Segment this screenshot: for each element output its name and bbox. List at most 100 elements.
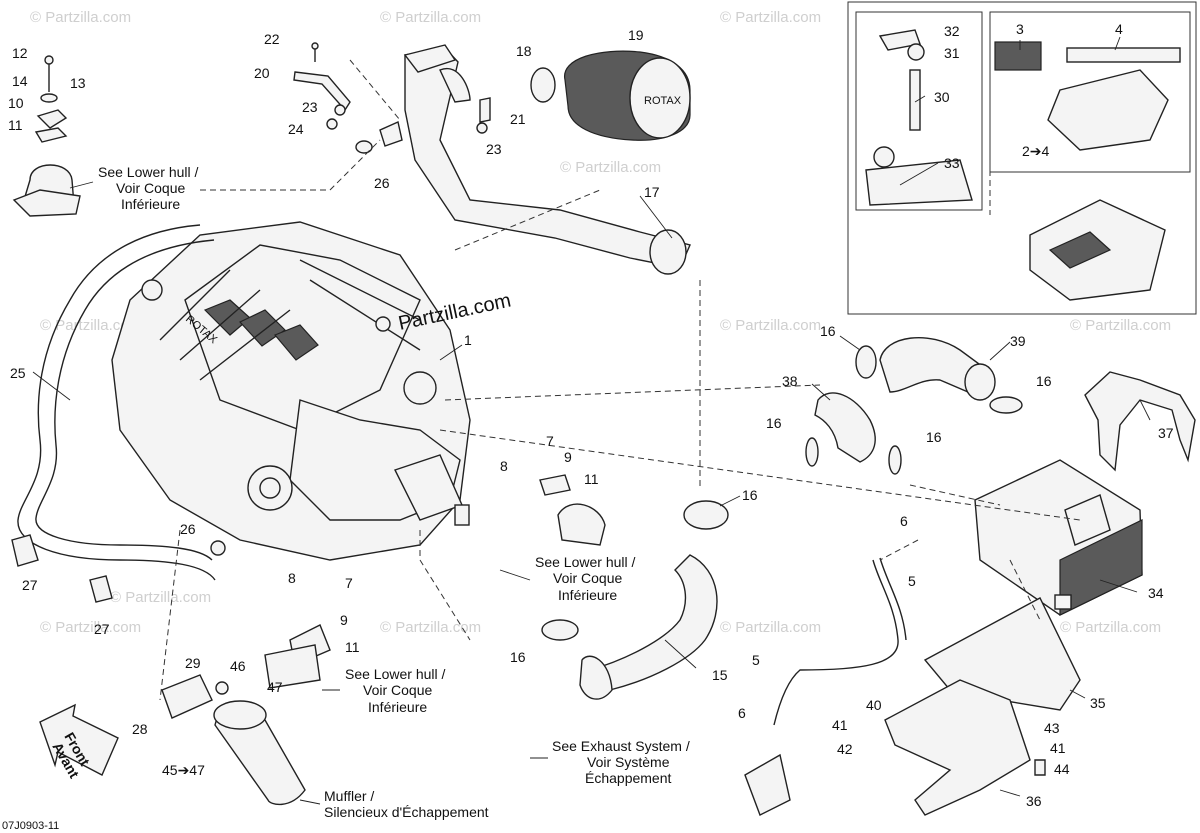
- watermark: © Partzilla.com: [30, 9, 131, 26]
- callout-20: 38: [782, 373, 798, 389]
- watermark: © Partzilla.com: [720, 9, 821, 26]
- front-arrow: Front Avant: [39, 703, 119, 781]
- svg-text:Inférieure: Inférieure: [121, 196, 180, 212]
- callout-36: 7: [345, 575, 353, 591]
- callout-59: 33: [944, 155, 960, 171]
- callout-26: 9: [564, 449, 572, 465]
- callout-30: 6: [900, 513, 908, 529]
- svg-text:Échappement: Échappement: [585, 770, 672, 786]
- clamp-18: [530, 67, 556, 103]
- callout-54: 45➔47: [162, 762, 205, 778]
- callout-56: 32: [944, 23, 960, 39]
- callout-52: 41: [1050, 740, 1066, 756]
- watermark: © Partzilla.com: [560, 159, 661, 176]
- muffler: [161, 674, 306, 806]
- callout-48: 41: [832, 717, 848, 733]
- callout-0: 12: [12, 45, 28, 61]
- callout-35: 8: [288, 570, 296, 586]
- callout-46: 35: [1090, 695, 1106, 711]
- callout-4: 11: [8, 117, 23, 133]
- callout-39: 15: [712, 667, 728, 683]
- callout-31: 5: [908, 573, 916, 589]
- engine-assembly: ROTAX: [111, 221, 471, 561]
- intercooler-34: [974, 459, 1143, 616]
- watermark: © Partzilla.com: [40, 619, 141, 636]
- callout-24: 7: [546, 433, 554, 449]
- callout-21: 16: [766, 415, 782, 431]
- callout-58: 30: [934, 89, 950, 105]
- callout-50: 6: [738, 705, 746, 721]
- note-lower-hull-3: See Lower hull / Voir Coque Inférieure: [345, 666, 446, 715]
- callout-28: 16: [742, 487, 758, 503]
- callout-43: 47: [267, 679, 283, 695]
- svg-text:See Exhaust System /: See Exhaust System /: [552, 738, 690, 754]
- callout-17: 16: [820, 323, 836, 339]
- svg-text:Voir Coque: Voir Coque: [116, 180, 185, 196]
- svg-text:See Lower hull /: See Lower hull /: [535, 554, 636, 570]
- watermark: © Partzilla.com: [380, 619, 481, 636]
- air-filter-19: ROTAX: [564, 50, 691, 141]
- svg-text:Voir Coque: Voir Coque: [553, 570, 622, 586]
- callout-51: 42: [837, 741, 853, 757]
- filter-rotax-text: ROTAX: [644, 95, 682, 107]
- svg-text:Muffler /: Muffler /: [324, 788, 374, 804]
- callout-15: 1: [464, 332, 472, 348]
- callout-33: 27: [22, 577, 38, 593]
- note-lower-hull-2: See Lower hull / Voir Coque Inférieure: [535, 554, 636, 603]
- callout-11: 21: [510, 111, 526, 127]
- callout-8: 24: [288, 121, 304, 137]
- svg-text:See Lower hull /: See Lower hull /: [345, 666, 446, 682]
- watermark: © Partzilla.com: [720, 619, 821, 636]
- callout-29: 26: [180, 521, 196, 537]
- callout-32: 34: [1148, 585, 1164, 601]
- note-exhaust-system: See Exhaust System / Voir Système Échapp…: [552, 738, 690, 786]
- svg-text:Silencieux d'Échappement: Silencieux d'Échappement: [324, 804, 489, 820]
- watermark: © Partzilla.com: [380, 9, 481, 26]
- callout-44: 28: [132, 721, 148, 737]
- callout-1: 14: [12, 73, 28, 89]
- watermark: © Partzilla.com: [1070, 317, 1171, 334]
- callout-57: 31: [944, 45, 960, 61]
- svg-text:Inférieure: Inférieure: [558, 587, 617, 603]
- svg-text:See Lower hull /: See Lower hull /: [98, 164, 199, 180]
- callout-9: 18: [516, 43, 532, 59]
- callout-27: 11: [584, 471, 599, 487]
- hose-25: [17, 224, 216, 581]
- callout-22: 16: [926, 429, 942, 445]
- callout-23: 37: [1158, 425, 1174, 441]
- callout-45: 5: [752, 652, 760, 668]
- callout-55: 36: [1026, 793, 1042, 809]
- inset-fuel-parts: [865, 29, 973, 206]
- callout-18: 39: [1010, 333, 1026, 349]
- hose-39: [879, 337, 991, 396]
- callout-10: 19: [628, 27, 644, 43]
- callout-19: 16: [1036, 373, 1052, 389]
- inset-engine-cover: [994, 41, 1181, 301]
- support-36: [884, 679, 1031, 816]
- callout-61: 4: [1115, 21, 1123, 37]
- drawing-code: 07J0903-11: [2, 820, 59, 832]
- note-lower-hull-1: See Lower hull / Voir Coque Inférieure: [98, 164, 199, 212]
- callout-53: 44: [1054, 761, 1070, 777]
- svg-text:Inférieure: Inférieure: [368, 699, 427, 715]
- callout-49: 43: [1044, 720, 1060, 736]
- watermark: © Partzilla.com: [1060, 619, 1161, 636]
- note-muffler: Muffler / Silencieux d'Échappement: [324, 788, 489, 820]
- callout-14: 17: [644, 184, 660, 200]
- watermark-layer: © Partzilla.com © Partzilla.com © Partzi…: [30, 9, 1171, 636]
- watermark: © Partzilla.com: [720, 317, 821, 334]
- callout-41: 29: [185, 655, 201, 671]
- callout-6: 20: [254, 65, 270, 81]
- callout-38: 11: [345, 639, 360, 655]
- callout-47: 40: [866, 697, 882, 713]
- callout-2: 13: [70, 75, 86, 91]
- callout-42: 46: [230, 658, 246, 674]
- engine-mount-left: [12, 55, 81, 217]
- callout-3: 10: [8, 95, 24, 111]
- watermark: © Partzilla.com: [110, 589, 211, 606]
- svg-text:Voir Système: Voir Système: [587, 754, 670, 770]
- callout-16: 25: [10, 365, 26, 381]
- hose-38: [814, 392, 876, 463]
- callout-13: 26: [374, 175, 390, 191]
